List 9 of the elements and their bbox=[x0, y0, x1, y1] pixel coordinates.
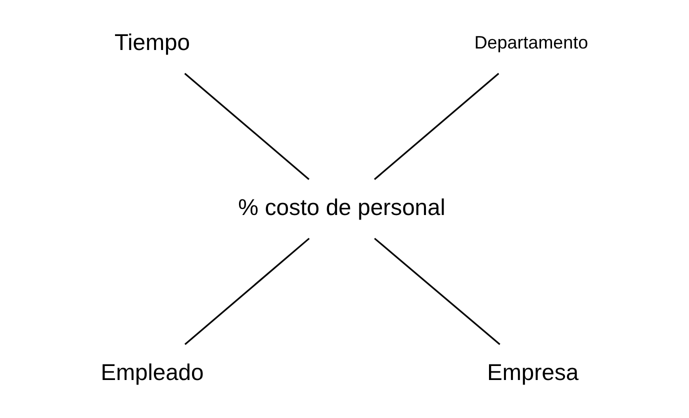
node-text: Empleado bbox=[100, 359, 204, 386]
node-text: Empresa bbox=[486, 359, 578, 386]
connector bbox=[184, 72, 309, 180]
node-text: % costo de personal bbox=[238, 194, 445, 220]
connector bbox=[374, 238, 500, 345]
node-text: Tiempo bbox=[114, 29, 190, 56]
connector bbox=[184, 238, 310, 345]
connector bbox=[373, 72, 499, 180]
node-text: Departamento bbox=[474, 32, 588, 53]
